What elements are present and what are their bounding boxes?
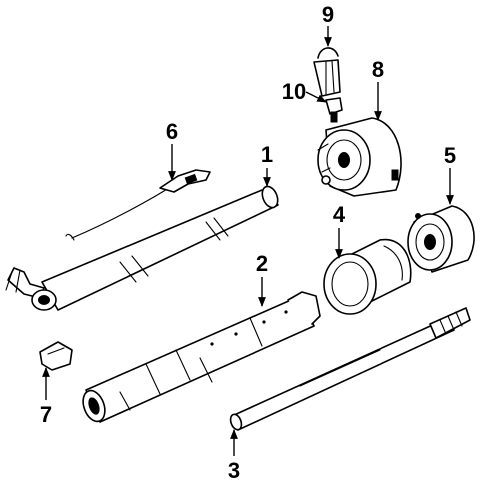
callout-2: 2 xyxy=(256,251,268,276)
callout-7: 7 xyxy=(40,402,52,427)
callout-1: 1 xyxy=(261,142,273,167)
steering-shaft-part xyxy=(229,307,471,431)
callout-5: 5 xyxy=(444,143,456,168)
callout-10: 10 xyxy=(282,79,306,104)
callout-3: 3 xyxy=(228,458,240,483)
leader-10 xyxy=(305,91,327,103)
leader-lines xyxy=(42,26,454,456)
callout-labels: 1 2 3 4 5 6 7 8 9 10 xyxy=(40,2,456,483)
housing-cylinder-part xyxy=(323,238,412,315)
lock-cylinder-part xyxy=(313,47,341,97)
callout-9: 9 xyxy=(322,2,334,27)
shift-tube-part xyxy=(82,291,321,423)
retainer-clip-part xyxy=(39,341,73,371)
callout-8: 8 xyxy=(372,57,384,82)
bearing-housing-part xyxy=(407,205,475,273)
lock-housing-part xyxy=(317,117,402,197)
column-jacket-part xyxy=(5,185,279,311)
callout-4: 4 xyxy=(333,202,346,227)
callout-6: 6 xyxy=(166,119,178,144)
bolt-part xyxy=(325,97,343,123)
shift-cable-part xyxy=(65,169,211,241)
